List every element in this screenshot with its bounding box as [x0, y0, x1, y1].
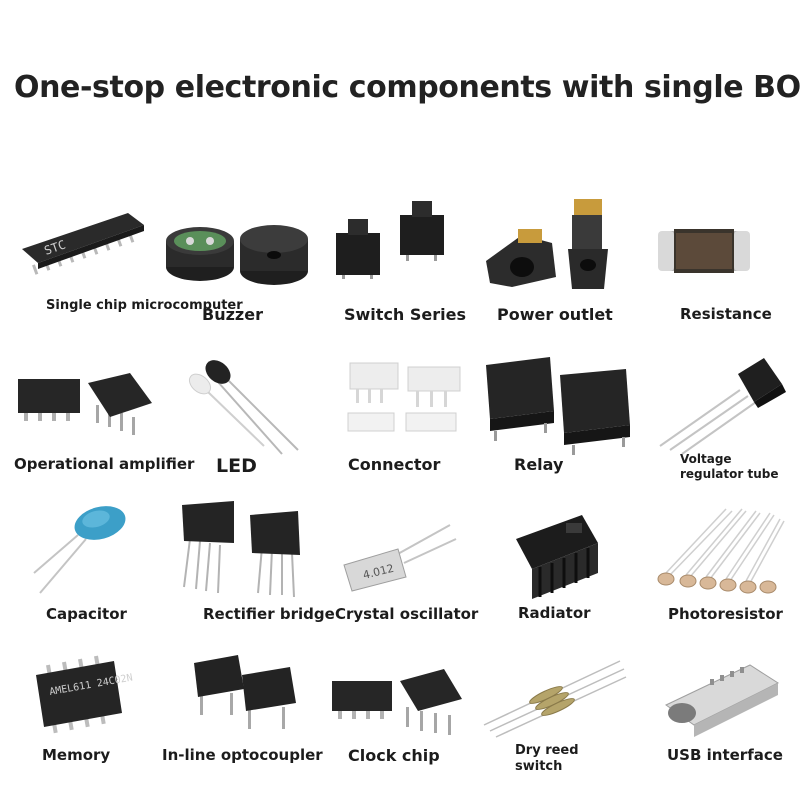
- heatsink-icon: [516, 515, 598, 599]
- memory-chip-icon: AMEL611 24C02N: [36, 655, 134, 734]
- dc-power-jack-icon: [486, 199, 608, 289]
- component-label: Capacitor: [46, 605, 127, 623]
- component-label: Photoresistor: [668, 605, 783, 623]
- buzzer-icon: [166, 225, 308, 285]
- op-amp-chip-icon: [18, 373, 152, 435]
- component-cell-crystal-oscillator: 4.012 Crystal oscillator: [320, 495, 480, 645]
- component-label: USB interface: [667, 746, 783, 764]
- usb-type-c-icon: [665, 664, 780, 737]
- component-cell-led: LED: [160, 345, 320, 495]
- clock-chip-icon: [332, 669, 462, 735]
- component-cell-in-line-optocoupler: In-line optocoupler: [160, 645, 323, 800]
- crystal-oscillator-icon: 4.012: [343, 524, 457, 592]
- component-label: Operational amplifier: [14, 455, 195, 473]
- component-cell-memory: AMEL611 24C02N Memory: [0, 645, 160, 800]
- component-label: Single chip microcomputer: [46, 298, 243, 313]
- microcontroller-chip-icon: STC: [22, 213, 144, 275]
- component-cell-operational-amplifier: Operational amplifier: [0, 345, 194, 495]
- component-label: Buzzer: [202, 305, 263, 324]
- component-label: Power outlet: [497, 305, 613, 324]
- component-cell-single-chip-microcomputer: STC Single chip microcomputer: [0, 195, 243, 345]
- component-cell-connector: Connector: [320, 345, 480, 495]
- component-cell-photoresistor: Photoresistor: [640, 495, 800, 645]
- component-label: Radiator: [518, 604, 591, 622]
- component-cell-power-outlet: Power outlet: [480, 195, 640, 345]
- smd-resistor-icon: [658, 229, 750, 273]
- component-cell-radiator: Radiator: [480, 495, 640, 645]
- component-cell-usb-interface: USB interface: [640, 645, 800, 800]
- component-label: Crystal oscillator: [335, 605, 479, 623]
- rectifier-bridge-icon: [182, 501, 300, 598]
- component-cell-buzzer: Buzzer: [160, 195, 320, 345]
- component-label: Switch Series: [344, 305, 467, 324]
- optocoupler-icon: [194, 655, 296, 729]
- page-title: One-stop electronic components with sing…: [14, 70, 800, 105]
- component-label: Connector: [348, 455, 441, 474]
- component-label: In-line optocoupler: [162, 746, 323, 764]
- relay-icon: [486, 357, 630, 455]
- component-cell-switch-series: Switch Series: [320, 195, 480, 345]
- connector-icon: [347, 362, 461, 432]
- photoresistor-icon: [657, 508, 785, 594]
- component-label: LED: [216, 455, 257, 477]
- voltage-regulator-icon: [659, 358, 786, 455]
- chip-marking: STC: [42, 238, 67, 258]
- component-cell-clock-chip: Clock chip: [320, 645, 480, 800]
- component-cell-voltage-regulator-tube: Voltage regulator tube: [640, 345, 800, 495]
- component-cell-relay: Relay: [480, 345, 640, 495]
- tactile-switch-icon: [336, 201, 444, 279]
- component-label: Memory: [42, 746, 111, 764]
- component-label: Rectifier bridge: [203, 605, 335, 623]
- component-cell-dry-reed-switch: Dry reed switch: [480, 645, 640, 800]
- led-icon: [188, 360, 299, 455]
- component-label: Relay: [514, 455, 564, 474]
- component-label: Clock chip: [348, 746, 440, 765]
- reed-switch-icon: [483, 660, 627, 738]
- ceramic-capacitor-icon: [33, 506, 126, 594]
- component-cell-resistance: Resistance: [640, 195, 800, 345]
- component-label: Voltage regulator tube: [680, 452, 779, 481]
- component-label: Dry reed switch: [515, 743, 579, 775]
- component-label: Resistance: [680, 305, 772, 323]
- component-cell-capacitor: Capacitor: [0, 495, 160, 645]
- component-cell-rectifier-bridge: Rectifier bridge: [160, 495, 335, 645]
